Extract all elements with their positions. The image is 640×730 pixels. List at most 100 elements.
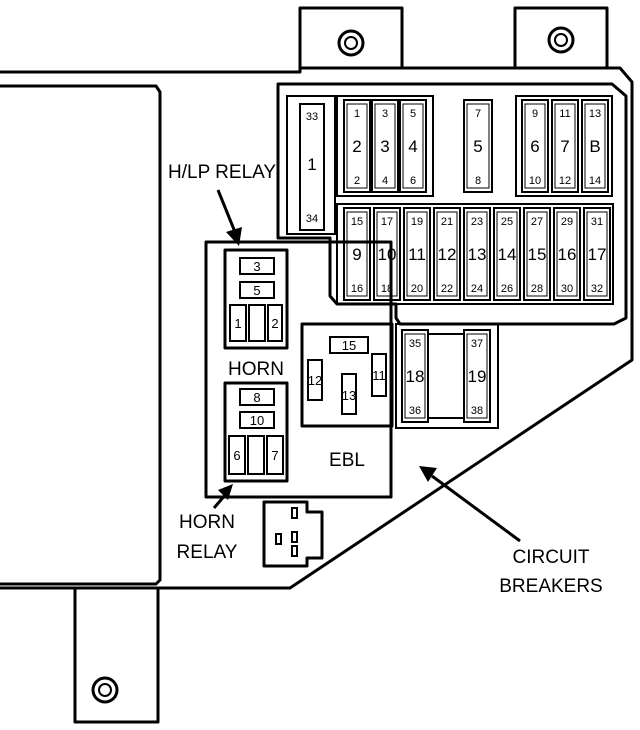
hlp-terminal-2: 2 xyxy=(271,316,278,331)
hlp-relay-label: H/LP RELAY xyxy=(168,162,276,183)
horn-label: HORN xyxy=(228,359,284,380)
fuse-row1-3-center: 3 xyxy=(380,137,389,156)
circuit-breaker-18-bottom: 36 xyxy=(409,405,421,417)
mounting-tab-top-right xyxy=(513,6,609,68)
fuse-row1-7-top: 11 xyxy=(559,108,570,120)
fuse-row1-5: 7 5 8 xyxy=(463,99,493,193)
horn-terminal-8: 8 xyxy=(253,390,260,405)
fuse-row1-5-top: 7 xyxy=(475,108,481,120)
fuse-row1-3-top: 3 xyxy=(382,108,388,120)
bottom-connector xyxy=(262,500,324,568)
fuse-row1-7-center: 7 xyxy=(560,137,569,156)
hlp-terminal-1: 1 xyxy=(234,316,241,331)
fuse-row2-11: 19 11 20 xyxy=(403,207,431,301)
fuse-row1-3: 3 3 4 xyxy=(371,99,399,193)
fuse-row2-12-top: 21 xyxy=(441,216,453,228)
fuse-row1-5-bottom: 8 xyxy=(475,175,481,187)
fuse-row1-2-top: 1 xyxy=(354,108,360,120)
fuse-row1-3-bottom: 4 xyxy=(382,175,388,187)
fuse-row1-4-bottom: 6 xyxy=(410,175,416,187)
horn-relay: 8 10 6 7 xyxy=(223,381,289,483)
horn-terminal-10: 10 xyxy=(250,413,264,428)
fuse-row2-16: 29 16 30 xyxy=(553,207,581,301)
fuse-row-2: 1591617101819112021122223132425142627152… xyxy=(336,203,614,305)
ebl-terminal-12: 12 xyxy=(308,373,322,388)
fuse-row2-15: 27 15 28 xyxy=(523,207,551,301)
fuse-row2-13: 23 13 24 xyxy=(463,207,491,301)
circuit-breakers-label-line1: CIRCUIT xyxy=(512,547,589,568)
inner-panel xyxy=(0,84,162,586)
fuse-row1-7: 11 7 12 xyxy=(551,99,579,193)
fuse-row2-11-top: 19 xyxy=(411,216,423,228)
horn-relay-label-line2: RELAY xyxy=(177,542,238,563)
hlp-terminal-3: 3 xyxy=(253,259,260,274)
fuse-row1-B-bottom: 14 xyxy=(589,175,601,187)
fuse-row2-13-bottom: 24 xyxy=(471,283,483,295)
fuse-row1-6-top: 9 xyxy=(532,108,538,120)
fuse-row2-14-top: 25 xyxy=(501,216,513,228)
fuse-row1-7-bottom: 12 xyxy=(559,175,571,187)
fuse-row1-2-bottom: 2 xyxy=(354,175,360,187)
fuse-row2-14-bottom: 26 xyxy=(501,283,513,295)
fuse-row2-15-top: 27 xyxy=(531,216,543,228)
horn-terminal-7: 7 xyxy=(271,448,278,463)
horn-relay-label-line1: HORN xyxy=(179,512,235,533)
fuse-row1-6-bottom: 10 xyxy=(529,175,541,187)
fuse-row1-6: 9 6 10 xyxy=(521,99,549,193)
fuse-row2-10-top: 17 xyxy=(381,216,393,228)
fuse-row2-9-top: 15 xyxy=(351,216,363,228)
fuse-row2-15-bottom: 28 xyxy=(531,283,543,295)
fuse-row2-12-center: 12 xyxy=(438,245,457,264)
fuse-row1-5-center: 5 xyxy=(473,137,482,156)
circuit-breakers-label-line2: BREAKERS xyxy=(499,576,602,597)
hlp-arrow xyxy=(216,189,242,246)
fuse-left-bottom: 34 xyxy=(306,213,318,225)
fuse-holder-left: 33 1 34 xyxy=(286,95,336,235)
fuse-row2-15-center: 15 xyxy=(528,245,547,264)
fuse-row2-13-top: 23 xyxy=(471,216,483,228)
hlp-relay: 3 5 1 2 xyxy=(223,248,289,350)
ebl-label: EBL xyxy=(329,450,365,471)
fuse-row1-4-center: 4 xyxy=(408,137,417,156)
fuse-row2-17: 31 17 32 xyxy=(583,207,611,301)
fuse-row1-6-center: 6 xyxy=(530,137,539,156)
fuse-row2-17-center: 17 xyxy=(588,245,607,264)
horn-relay-arrow xyxy=(212,484,233,509)
fuse-row2-9-bottom: 16 xyxy=(351,283,363,295)
fuse-row2-13-center: 13 xyxy=(468,245,487,264)
fuse-row2-17-bottom: 32 xyxy=(591,283,603,295)
fuse-row1-4: 5 4 6 xyxy=(399,99,427,193)
fuse-left-top: 33 xyxy=(306,111,318,123)
horn-terminal-6: 6 xyxy=(233,448,240,463)
ebl-terminal-11: 11 xyxy=(372,368,386,383)
fuse-row1-2-center: 2 xyxy=(352,137,361,156)
circuit-breaker-19-center: 19 xyxy=(468,367,487,386)
fuse-row2-17-top: 31 xyxy=(591,216,603,228)
fuse-row2-11-bottom: 20 xyxy=(411,283,423,295)
circuit-breaker-18-top: 35 xyxy=(409,338,421,350)
fuse-row2-16-bottom: 30 xyxy=(561,283,573,295)
fuse-row2-9-center: 9 xyxy=(352,245,361,264)
circuit-breakers-arrow xyxy=(419,466,521,543)
fuse-row2-16-top: 29 xyxy=(561,216,573,228)
ebl-terminal-15: 15 xyxy=(342,338,356,353)
fuse-row2-16-center: 16 xyxy=(558,245,577,264)
mounting-tab-bottom xyxy=(73,588,160,724)
fuse-row2-9: 15 9 16 xyxy=(343,207,371,301)
fuse-row2-11-center: 11 xyxy=(408,245,426,264)
fuse-row1-4-top: 5 xyxy=(410,108,416,120)
ebl-relay: 15 12 13 11 xyxy=(300,322,394,428)
fuse-row1-B-top: 13 xyxy=(589,108,601,120)
circuit-breaker-19-bottom: 38 xyxy=(471,405,483,417)
fuse-row2-10-center: 10 xyxy=(378,245,397,264)
fuse-row1-B-center: B xyxy=(589,137,600,156)
mounting-tab-top-left xyxy=(298,6,404,68)
